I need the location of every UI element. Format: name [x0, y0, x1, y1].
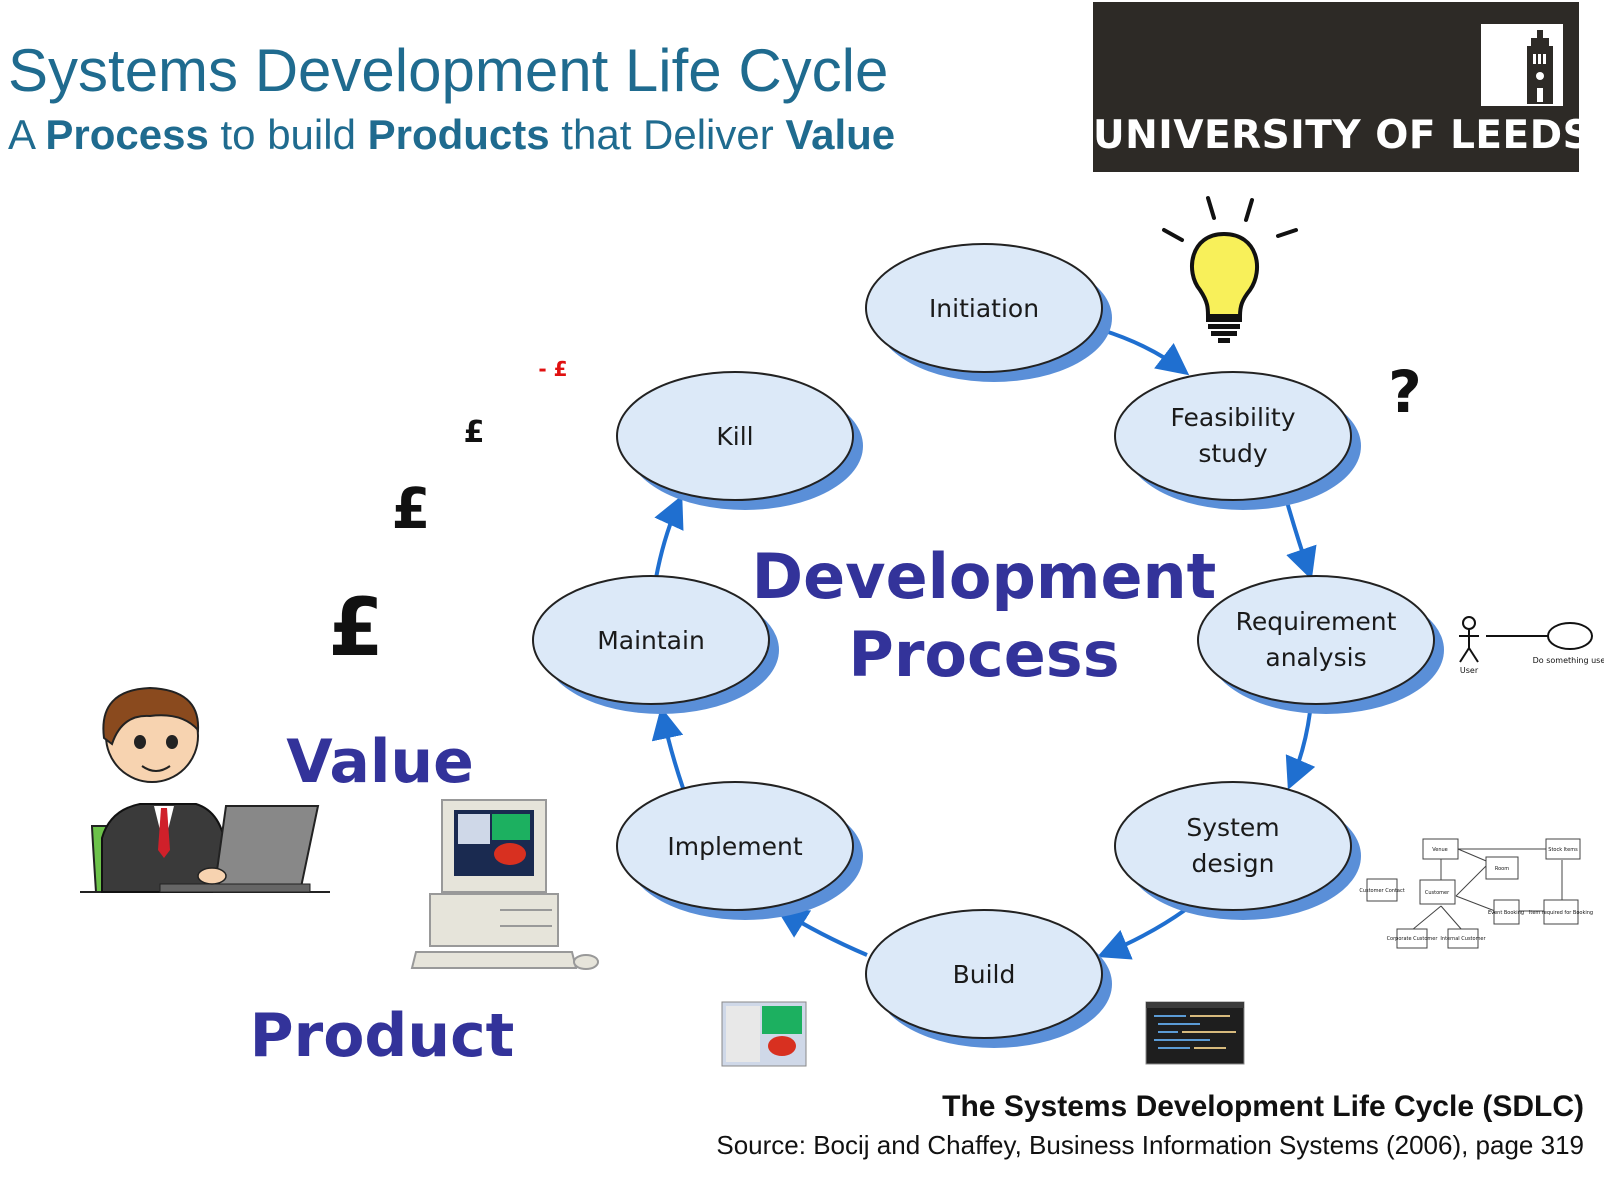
person-with-laptop-icon — [80, 686, 330, 893]
node-maintain: Maintain — [532, 575, 779, 714]
arrow-feasibility-requirement — [1285, 501, 1317, 581]
uml-use-case-label: Do something useful — [1533, 656, 1604, 665]
uml-use-case-diagram — [1459, 616, 1593, 663]
arrow-design-build — [1097, 908, 1187, 960]
pound-symbol-small: £ — [464, 415, 485, 450]
class-label-customer: Customer — [1425, 890, 1450, 896]
class-label-item-required: Item required for Booking — [1529, 910, 1593, 916]
subtitle-text-1: A — [8, 111, 46, 158]
subtitle-text-2: to build — [208, 111, 368, 158]
node-feasibility-label-1: Feasibility — [1171, 403, 1296, 432]
center-label-development: Development — [752, 540, 1217, 613]
subtitle-text-3: that Deliver — [549, 111, 786, 158]
node-requirement-label-2: analysis — [1265, 643, 1366, 672]
logo-text: UNIVERSITY OF LEEDS — [1093, 113, 1592, 158]
node-maintain-label: Maintain — [597, 626, 705, 655]
node-requirement-label-1: Requirement — [1236, 607, 1397, 636]
arrow-implement-maintain — [651, 706, 685, 789]
node-implement-label: Implement — [667, 832, 803, 861]
class-box-customer-contact — [1366, 878, 1398, 902]
node-initiation: Initiation — [865, 243, 1112, 382]
node-system-design-label-2: design — [1192, 849, 1275, 878]
class-diagram — [1366, 838, 1581, 949]
node-kill: Kill — [616, 371, 863, 510]
class-box-corporate-customer — [1396, 928, 1428, 949]
node-kill-label: Kill — [716, 422, 753, 451]
subtitle-value: Value — [785, 111, 896, 158]
class-label-room: Room — [1495, 866, 1509, 872]
app-screenshot-thumbnail — [721, 1001, 807, 1067]
figure-caption: The Systems Development Life Cycle (SDLC… — [942, 1090, 1584, 1123]
class-label-corporate-customer: Corporate Customer — [1387, 936, 1439, 942]
class-label-event-booking: Event Booking — [1488, 910, 1524, 916]
node-requirement: Requirement analysis — [1197, 575, 1444, 714]
pound-symbol-medium: £ — [392, 477, 431, 542]
question-mark-icon: ? — [1388, 358, 1422, 426]
tower-icon — [1481, 24, 1563, 106]
uml-actor-label: User — [1460, 666, 1479, 675]
class-label-stock-items: Stock Items — [1548, 847, 1578, 853]
arrow-build-implement — [775, 907, 868, 957]
class-box-room — [1485, 856, 1519, 880]
class-label-venue: Venue — [1432, 847, 1448, 853]
arrow-maintain-kill — [654, 495, 684, 579]
class-label-internal-customer: Internal Customer — [1440, 936, 1486, 942]
node-system-design: System design — [1114, 781, 1361, 920]
class-box-stock-items — [1545, 838, 1581, 860]
pound-symbol-negative: - £ — [538, 357, 567, 381]
node-feasibility: Feasibility study — [1114, 371, 1361, 510]
subtitle-process: Process — [45, 111, 209, 158]
value-label: Value — [286, 727, 474, 797]
class-label-customer-contact: Customer Contact — [1359, 888, 1404, 894]
class-box-item-required — [1543, 899, 1579, 925]
class-box-customer — [1419, 879, 1456, 905]
center-label-process: Process — [848, 618, 1119, 691]
class-box-event-booking — [1493, 899, 1520, 925]
pound-symbol-large: £ — [328, 581, 384, 674]
node-feasibility-label-2: study — [1198, 439, 1268, 468]
lightbulb-icon — [1162, 196, 1298, 343]
code-editor-thumbnail — [1145, 1001, 1245, 1065]
class-box-venue — [1422, 838, 1459, 860]
page-title: Systems Development Life Cycle — [8, 37, 889, 104]
node-build: Build — [865, 909, 1112, 1048]
page-subtitle: A Process to build Products that Deliver… — [8, 111, 896, 158]
node-initiation-label: Initiation — [929, 294, 1039, 323]
arrow-initiation-feasibility — [1101, 328, 1190, 376]
university-logo: UNIVERSITY OF LEEDS — [1093, 2, 1592, 172]
class-box-internal-customer — [1447, 928, 1479, 949]
subtitle-products: Products — [367, 111, 550, 158]
node-implement: Implement — [616, 781, 863, 920]
product-label: Product — [250, 1001, 515, 1071]
desktop-computer-icon — [410, 799, 599, 970]
arrow-requirement-design — [1285, 711, 1316, 790]
node-build-label: Build — [953, 960, 1016, 989]
figure-source: Source: Bocij and Chaffey, Business Info… — [716, 1130, 1584, 1160]
node-system-design-label-1: System — [1186, 813, 1279, 842]
